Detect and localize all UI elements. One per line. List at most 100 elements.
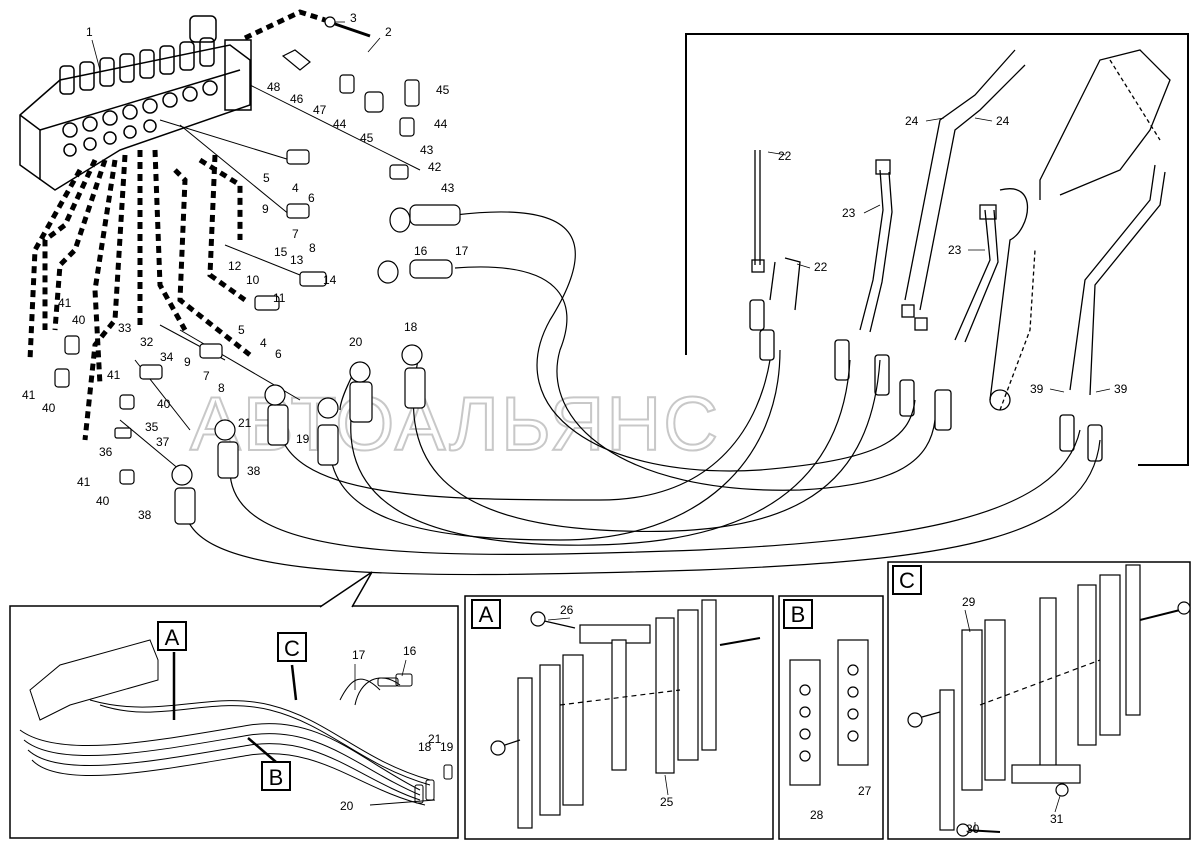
callout-leaders (91, 21, 1111, 832)
callout: 36 (99, 445, 113, 459)
callout: 13 (290, 253, 304, 267)
callout: 19 (296, 432, 310, 446)
callout: 9 (262, 202, 269, 216)
callout: 5 (238, 323, 245, 337)
callout: 34 (160, 350, 174, 364)
callout: 44 (333, 117, 347, 131)
callout: 31 (1050, 812, 1064, 826)
callout: 41 (22, 388, 36, 402)
callout: 4 (292, 181, 299, 195)
callout: 7 (203, 369, 210, 383)
callout: 40 (42, 401, 56, 415)
callout: 39 (1030, 382, 1044, 396)
callout: 21 (238, 416, 252, 430)
callout: 43 (441, 181, 455, 195)
callouts-details: 26 25 28 27 29 30 31 (560, 595, 1064, 836)
callout: 45 (360, 131, 374, 145)
detail-label-c: C (899, 568, 915, 593)
detail-box-c-frame (887, 561, 1191, 840)
detail-box-c-drawing (907, 564, 1191, 837)
callout: 21 (428, 732, 442, 746)
detail-box-b-drawing (789, 639, 869, 786)
callout: 46 (290, 92, 304, 106)
callout: 24 (996, 114, 1010, 128)
callout: 22 (778, 149, 792, 163)
callout: 16 (414, 244, 428, 258)
overview-label-a: A (165, 625, 180, 650)
overview-leaders (172, 652, 298, 763)
hose-fittings (171, 204, 461, 525)
callout: 39 (1114, 382, 1128, 396)
callout: 19 (440, 740, 454, 754)
callout: 32 (140, 335, 154, 349)
callout: 41 (58, 296, 72, 310)
callout: 20 (349, 335, 363, 349)
callout: 25 (660, 795, 674, 809)
callout: 18 (404, 320, 418, 334)
callout: 16 (403, 644, 417, 658)
callout: 22 (814, 260, 828, 274)
callout: 23 (948, 243, 962, 257)
callouts-main: 1 2 3 4 5 6 7 8 9 10 11 12 13 14 15 16 1… (22, 11, 469, 522)
callout: 23 (842, 206, 856, 220)
overview-label-b: B (269, 765, 284, 790)
callout: 40 (72, 313, 86, 327)
callout: 18 (418, 740, 432, 754)
callout: 3 (350, 11, 357, 25)
arm-frame (685, 33, 1189, 466)
callout: 17 (455, 244, 469, 258)
detail-label-b: B (791, 602, 806, 627)
callout: 30 (966, 822, 980, 836)
callout: 14 (323, 273, 337, 287)
callout: 6 (308, 191, 315, 205)
detail-box-a-drawing (490, 599, 761, 829)
callout: 37 (156, 435, 170, 449)
callout: 8 (218, 381, 225, 395)
overview-label-c: C (284, 636, 300, 661)
adapter-fittings (54, 16, 420, 485)
callout: 26 (560, 603, 574, 617)
callout: 4 (260, 336, 267, 350)
callout: 38 (247, 464, 261, 478)
callout: 17 (352, 648, 366, 662)
callout: 28 (810, 808, 824, 822)
callouts-overview: 17 16 21 18 19 20 (340, 644, 454, 813)
overview-drawing (19, 639, 453, 806)
callout: 15 (274, 245, 288, 259)
overview-inset-frame (9, 605, 459, 839)
callout: 6 (275, 347, 282, 361)
callout: 42 (428, 160, 442, 174)
callout: 41 (107, 368, 121, 382)
box-labels: A B C A B C (157, 565, 922, 791)
detail-label-a: A (479, 602, 494, 627)
callout: 12 (228, 259, 242, 273)
callout: 47 (313, 103, 327, 117)
callout: 2 (385, 25, 392, 39)
callout: 27 (858, 784, 872, 798)
callout: 38 (138, 508, 152, 522)
callout: 20 (340, 799, 354, 813)
callout: 43 (420, 143, 434, 157)
callout: 24 (905, 114, 919, 128)
callout: 45 (436, 83, 450, 97)
callouts-right: 22 22 23 23 24 24 39 39 (778, 114, 1128, 396)
callout: 1 (86, 25, 93, 39)
callout: 33 (118, 321, 132, 335)
callout: 41 (77, 475, 91, 489)
right-pipes (749, 49, 1171, 462)
overview-pointer (319, 571, 373, 608)
callout: 8 (309, 241, 316, 255)
callout: 44 (434, 117, 448, 131)
callout: 35 (145, 420, 159, 434)
hoses (184, 211, 1101, 576)
callout: 11 (273, 291, 286, 305)
control-valve (19, 15, 252, 191)
callout: 9 (184, 355, 191, 369)
callout: 5 (263, 171, 270, 185)
callout: 48 (267, 80, 281, 94)
callout: 7 (292, 227, 299, 241)
callout: 40 (96, 494, 110, 508)
callout: 40 (157, 397, 171, 411)
callout: 10 (246, 273, 260, 287)
